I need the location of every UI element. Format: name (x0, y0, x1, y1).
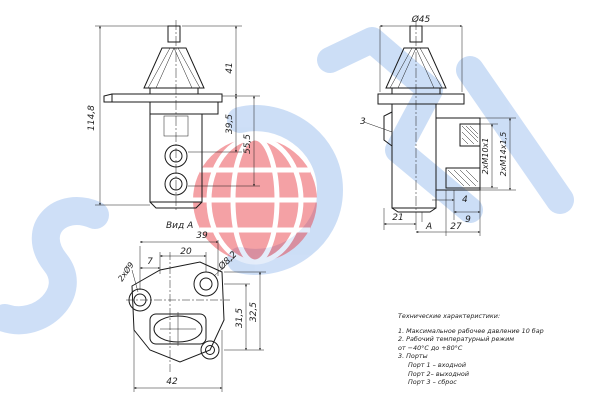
dim-port-m10: 2хМ10х1 (481, 138, 490, 175)
note-port-2: Порт 2– выходной (408, 369, 469, 378)
dim-39: 39 (196, 231, 208, 241)
dim-31-5: 31,5 (235, 308, 245, 328)
note-ports: 3. Порты (398, 352, 428, 361)
note-pressure: 1. Максимальное рабочее давление 10 бар (398, 326, 544, 335)
dim-114-8: 114,8 (87, 105, 97, 131)
note-temperature-range: от −40°С до +80°С (398, 343, 463, 352)
dim-20: 20 (180, 247, 192, 257)
dim-d45: Ø45 (411, 14, 431, 25)
note-port-1: Порт 1 – входной (408, 360, 466, 369)
bottom-view (126, 252, 230, 372)
arrow-a-label: А (425, 222, 432, 232)
note-temperature: 2. Рабочий температурный режим (398, 335, 515, 344)
dim-39-5: 39,5 (225, 114, 235, 134)
dim-41: 41 (225, 62, 235, 73)
front-dimensions: 114,8 41 39,5 55,5 (87, 25, 260, 206)
note-port-3: Порт 3 – сброс (408, 378, 457, 387)
dim-27: 27 (450, 222, 462, 232)
emblem-globe (193, 135, 317, 265)
sorl-watermark (0, 27, 574, 335)
dim-21: 21 (392, 213, 403, 223)
dim-55-5: 55,5 (243, 134, 253, 154)
dim-7: 7 (147, 257, 153, 267)
view-a-label: Вид А (166, 221, 193, 231)
side-dimensions: Ø45 2хМ10х1 2хМ14х1,5 21 4 9 27 3 А (360, 14, 516, 236)
front-view (103, 20, 223, 212)
side-view (377, 20, 481, 214)
notes-title: Технические характеристики: (398, 312, 501, 320)
dim-4: 4 (462, 195, 468, 205)
dim-42: 42 (166, 377, 178, 387)
dim-port-m14: 2хМ14х1,5 (499, 132, 508, 176)
dim-9: 9 (465, 215, 471, 225)
dim-32-5: 32,5 (249, 302, 259, 322)
dim-holes-d9: 2хØ9 (115, 260, 135, 283)
callout-3: 3 (360, 117, 366, 127)
technical-notes: Технические характеристики: 1. Максималь… (398, 312, 593, 387)
